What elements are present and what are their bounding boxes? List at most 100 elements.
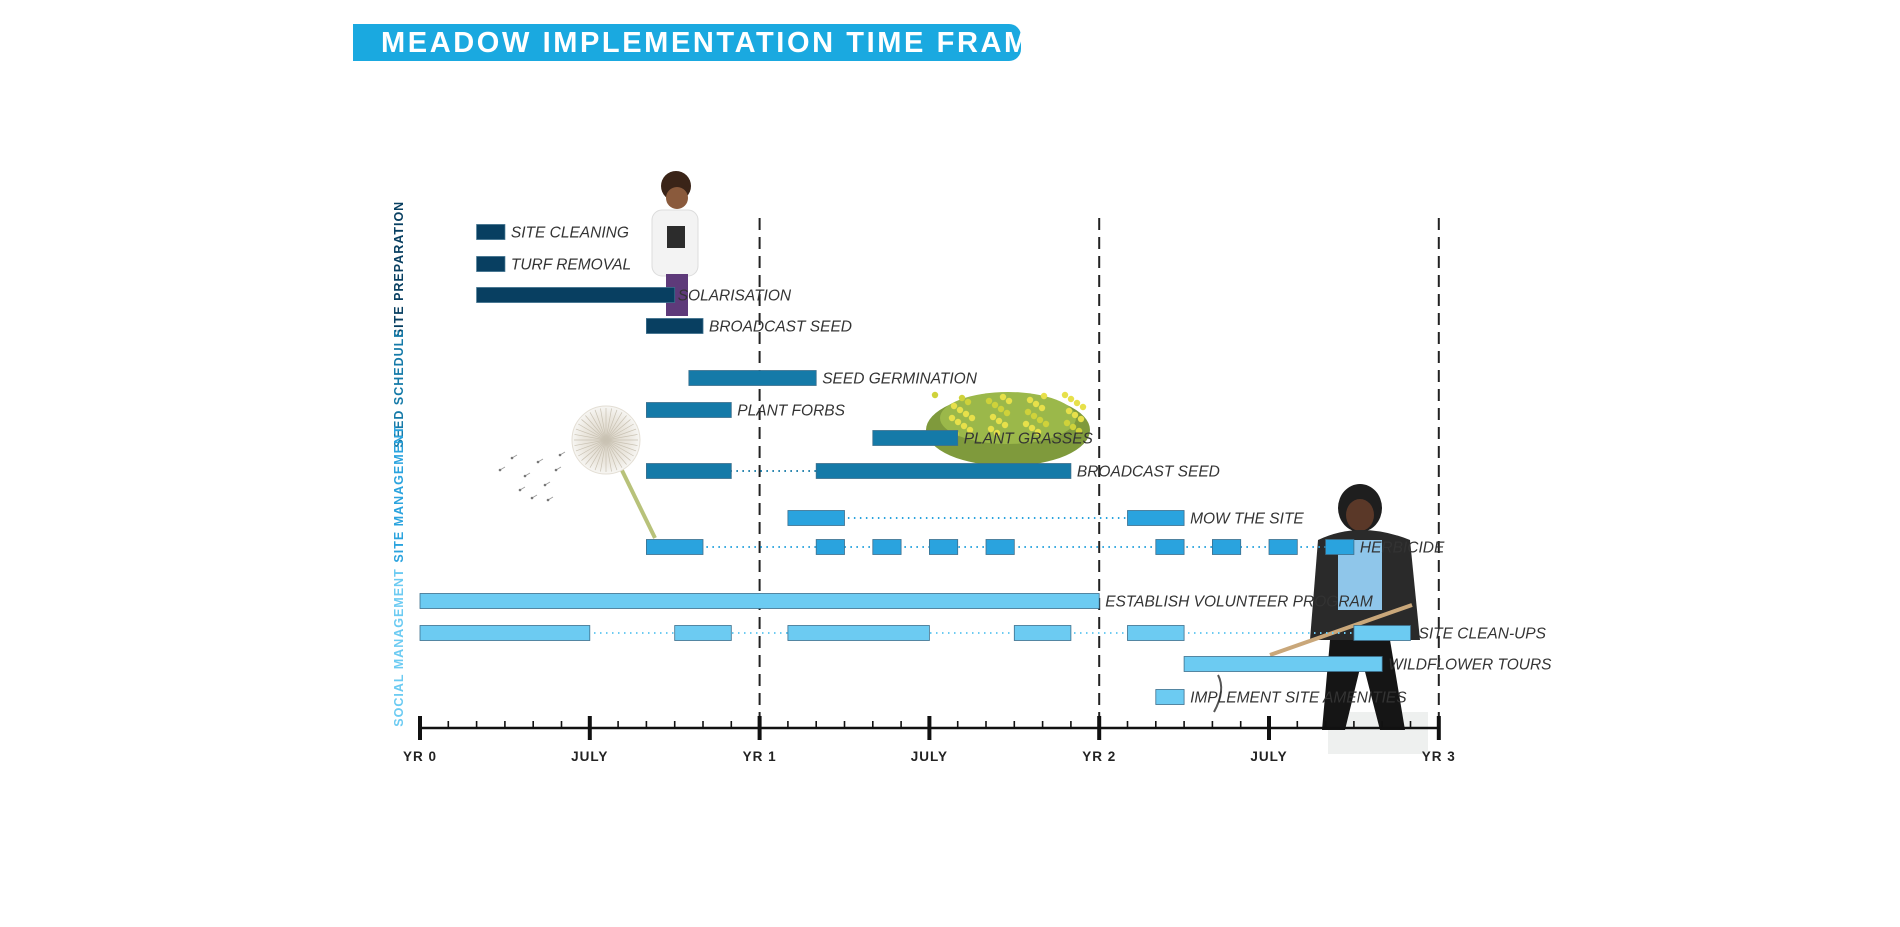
tick-label: YR 0 bbox=[403, 749, 437, 764]
dandelion-seed bbox=[578, 423, 607, 441]
grasses-flower bbox=[1028, 424, 1036, 432]
grasses-flower bbox=[1071, 411, 1079, 419]
dandelion-seed bbox=[578, 439, 607, 457]
grasses-flower bbox=[1005, 397, 1013, 405]
dandelion-seed bbox=[605, 439, 634, 457]
task-bar bbox=[1183, 656, 1383, 672]
task-bar bbox=[815, 463, 1072, 479]
floating-seed bbox=[523, 474, 527, 478]
grasses-flower bbox=[1022, 420, 1030, 428]
grasses-flower bbox=[966, 426, 974, 434]
rake-handle bbox=[1269, 603, 1413, 657]
grasses-flower bbox=[1026, 396, 1034, 404]
grasses-flower bbox=[1079, 403, 1087, 411]
grasses-flower bbox=[962, 410, 970, 418]
dandelion-seed bbox=[589, 412, 607, 441]
task-label: BROADCAST SEED bbox=[1077, 464, 1220, 481]
task-label: PLANT GRASSES bbox=[964, 431, 1094, 448]
task-bar bbox=[787, 510, 845, 526]
grasses-flower bbox=[1065, 407, 1073, 415]
task-bar bbox=[646, 402, 732, 418]
tick-label: JULY bbox=[911, 749, 948, 764]
task-bar bbox=[1212, 539, 1242, 555]
task-row: PLANT FORBS bbox=[646, 402, 846, 420]
title-banner: MEADOW IMPLEMENTATION TIME FRAME bbox=[353, 24, 1050, 61]
volunteer-photo bbox=[1213, 484, 1428, 754]
task-row: BROADCAST SEED bbox=[646, 463, 1220, 481]
chart-title: MEADOW IMPLEMENTATION TIME FRAME bbox=[381, 27, 1053, 59]
grasses-flower bbox=[1040, 392, 1048, 400]
dandelion-seed bbox=[605, 408, 612, 441]
grasses-flower bbox=[1073, 399, 1081, 407]
dandelion-seed bbox=[605, 439, 631, 461]
floating-seed bbox=[518, 488, 522, 492]
task-bar bbox=[1127, 625, 1185, 641]
task-row: WILDFLOWER TOURS bbox=[1183, 656, 1552, 674]
grasses-flower bbox=[1034, 428, 1042, 436]
grasses-flower bbox=[1063, 419, 1071, 427]
task-bar bbox=[476, 287, 676, 303]
dandelion-photo bbox=[498, 405, 657, 539]
grasses-flower bbox=[1042, 420, 1050, 428]
grasses-flower bbox=[999, 393, 1007, 401]
grasses-flower bbox=[1030, 412, 1038, 420]
grasses-flower bbox=[1075, 427, 1083, 435]
grasses-flower bbox=[1077, 415, 1085, 423]
grasses-flower bbox=[1024, 408, 1032, 416]
task-label: HERBICIDE bbox=[1360, 540, 1445, 557]
task-row: SITE CLEAN-UPS bbox=[419, 625, 1547, 643]
tick-label: JULY bbox=[1250, 749, 1287, 764]
grasses-flower bbox=[1003, 409, 1011, 417]
task-bar bbox=[688, 370, 817, 386]
dandelion-seed bbox=[575, 428, 607, 441]
dandelion-seed bbox=[589, 439, 607, 468]
dandelion-seed bbox=[605, 439, 618, 471]
grasses-flower bbox=[987, 425, 995, 433]
grasses-flower bbox=[931, 391, 939, 399]
floating-seed bbox=[546, 498, 550, 502]
dandelion-seed bbox=[605, 412, 623, 441]
task-bar bbox=[476, 256, 506, 272]
task-row: BROADCAST SEED bbox=[646, 318, 852, 336]
floating-seed bbox=[554, 468, 558, 472]
rake-head bbox=[1213, 674, 1223, 713]
grasses-flower bbox=[1069, 423, 1077, 431]
dandelion-seed bbox=[605, 439, 638, 446]
dandelion-seed bbox=[605, 439, 612, 472]
category-label: SOCIAL MANAGEMENT bbox=[392, 568, 406, 726]
dandelion-seed bbox=[605, 415, 627, 441]
grasses-flower bbox=[1061, 391, 1069, 399]
dandelion-seed bbox=[600, 439, 607, 472]
grasses-flower bbox=[968, 414, 976, 422]
category-label: SEED SCHEDULE bbox=[392, 328, 406, 447]
dandelion-seed bbox=[594, 409, 607, 441]
task-bar bbox=[646, 539, 704, 555]
floating-seed bbox=[543, 483, 547, 487]
grasses-flower bbox=[960, 422, 968, 430]
task-label: TURF REMOVAL bbox=[511, 257, 631, 274]
dandelion-seed bbox=[585, 439, 607, 465]
dandelion-seed bbox=[605, 409, 618, 441]
category-label: SITE MANAGEMENT bbox=[392, 425, 406, 562]
task-label: ESTABLISH VOLUNTEER PROGRAM bbox=[1105, 594, 1373, 611]
task-bar bbox=[1155, 539, 1185, 555]
grasses-flower bbox=[964, 398, 972, 406]
grasses-flower bbox=[997, 405, 1005, 413]
dandelion-seed bbox=[605, 423, 634, 441]
tick-label: YR 1 bbox=[743, 749, 777, 764]
photo-layer bbox=[498, 171, 1428, 754]
task-bar bbox=[1325, 539, 1355, 555]
child-pot bbox=[667, 226, 685, 248]
task-label: SITE CLEANING bbox=[511, 225, 629, 242]
grasses-flower bbox=[991, 401, 999, 409]
volunteer-face bbox=[1346, 499, 1374, 531]
task-bar bbox=[1013, 625, 1072, 641]
task-label: PLANT FORBS bbox=[737, 403, 845, 420]
floating-seed bbox=[558, 453, 562, 457]
task-label: BROADCAST SEED bbox=[709, 319, 852, 336]
tick-label: YR 3 bbox=[1422, 749, 1456, 764]
